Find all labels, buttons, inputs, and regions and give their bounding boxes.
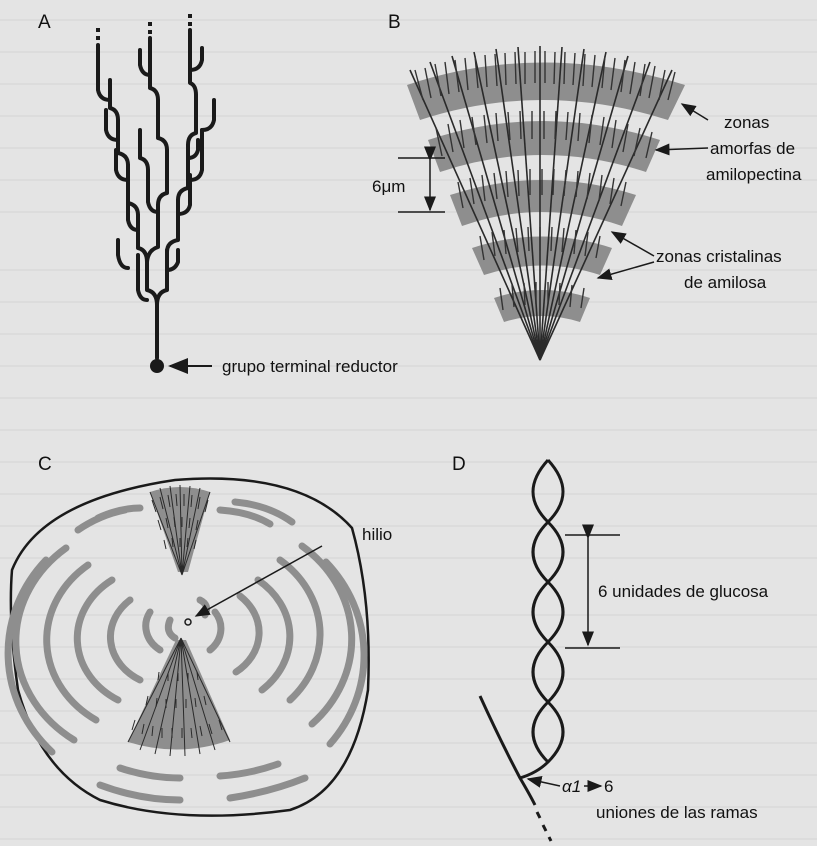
panel-a-letter: A: [38, 12, 51, 33]
six-label: 6: [604, 777, 613, 796]
panel-d-letter: D: [452, 454, 466, 475]
crystalline-label-line-2: de amilosa: [684, 273, 767, 292]
branch-unions-label: uniones de las ramas: [596, 803, 758, 822]
alpha-label: α1: [562, 777, 581, 796]
reducing-end-dot: [150, 359, 164, 373]
scale-value: 6: [372, 177, 381, 196]
reducing-end-label: grupo terminal reductor: [222, 357, 398, 376]
amorphous-label-line-2: amorfas de: [710, 139, 795, 158]
crystalline-label-line-1: zonas cristalinas: [656, 247, 782, 266]
panel-c-letter: C: [38, 454, 52, 475]
amorphous-label-line-3: amilopectina: [706, 165, 802, 184]
hilum-label: hilio: [362, 525, 392, 544]
amorphous-label-line-1: zonas: [724, 113, 769, 132]
panel-b-letter: B: [388, 12, 401, 33]
glucose-units-label: 6 unidades de glucosa: [598, 582, 769, 601]
scale-unit: μm: [381, 177, 405, 196]
scale-label: 6μm: [372, 177, 405, 196]
